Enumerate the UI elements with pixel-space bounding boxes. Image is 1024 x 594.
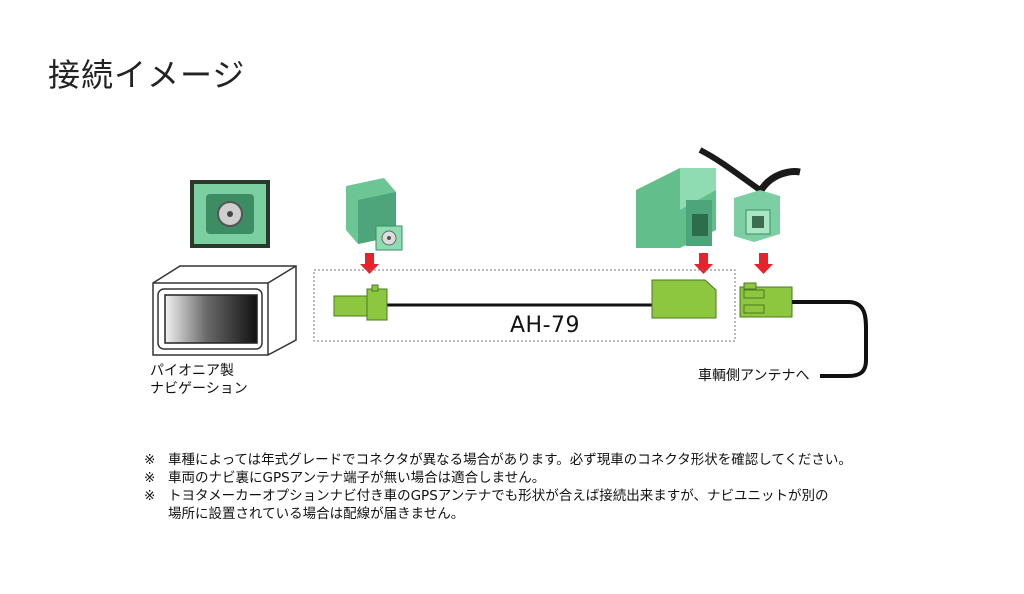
vehicle-connector-drawing [739, 282, 793, 318]
note-3-text: トヨタメーカーオプションナビ付き車のGPSアンテナでも形状が合えば接続出来ますが… [168, 487, 884, 523]
note-3-line-2: 場所に設置されている場合は配線が届きません。 [168, 506, 465, 522]
note-3-line-1: トヨタメーカーオプションナビ付き車のGPSアンテナでも形状が合えば接続出来ますが… [168, 488, 829, 504]
note-3: ※ トヨタメーカーオプションナビ付き車のGPSアンテナでも形状が合えば接続出来ま… [144, 487, 884, 523]
female-connector-photo [734, 168, 801, 242]
page-title: 接続イメージ [48, 56, 246, 94]
vehicle-antenna-cable [792, 300, 868, 378]
note-mark: ※ [144, 452, 156, 468]
arrow-1 [360, 253, 379, 274]
notes-list: ※ 車種によっては年式グレードでコネクタが異なる場合があります。必ず現車のコネク… [144, 451, 884, 523]
navi-label-line-1: パイオニア製 [150, 363, 234, 379]
antenna-label: 車輌側アンテナへ [698, 368, 810, 384]
note-mark: ※ [144, 488, 156, 504]
note-1: ※ 車種によっては年式グレードでコネクタが異なる場合があります。必ず現車のコネク… [144, 451, 884, 469]
note-2-text: 車両のナビ裏にGPSアンテナ端子が無い場合は適合しません。 [168, 470, 546, 486]
product-right-connector [651, 279, 717, 319]
male-connector-photo [346, 178, 403, 251]
note-1-text: 車種によっては年式グレードでコネクタが異なる場合があります。必ず現車のコネクタ形… [168, 452, 852, 468]
arrow-3 [754, 253, 773, 274]
product-left-connector [333, 284, 388, 321]
navi-label-line-2: ナビゲーション [150, 381, 248, 397]
product-outline [313, 269, 736, 342]
navi-socket-photo [190, 180, 270, 248]
arrow-2 [694, 253, 713, 274]
navi-label: パイオニア製 ナビゲーション [150, 362, 248, 398]
housing-connector-photo [636, 147, 762, 248]
note-mark: ※ [144, 470, 156, 486]
note-2: ※ 車両のナビ裏にGPSアンテナ端子が無い場合は適合しません。 [144, 469, 884, 487]
product-label: AH-79 [510, 313, 581, 338]
navi-unit-drawing [152, 265, 297, 356]
